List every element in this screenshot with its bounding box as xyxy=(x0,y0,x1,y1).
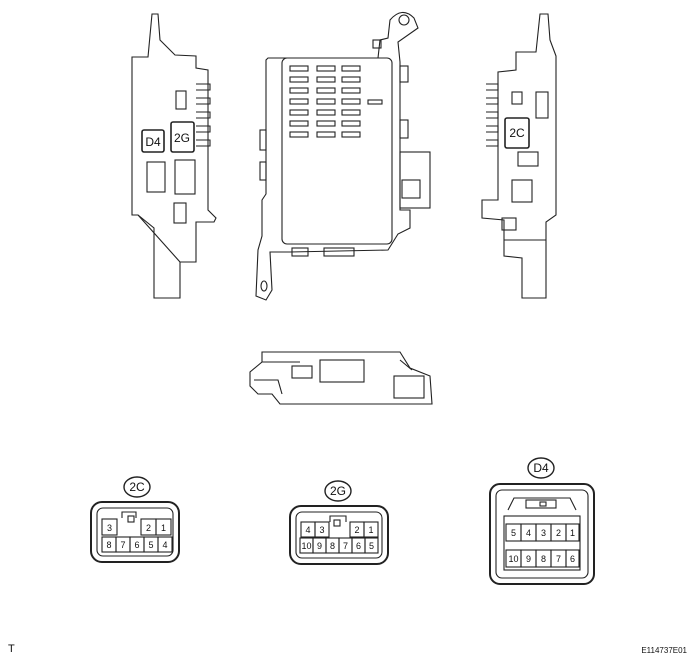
pin-label: 10 xyxy=(508,554,518,564)
pin-label: 4 xyxy=(526,528,531,538)
d4-connector-marker xyxy=(141,129,165,153)
pin-label: 7 xyxy=(556,554,561,564)
pin-label: 9 xyxy=(526,554,531,564)
connector-2g: 2G 4 3 2 1 10 9 8 7 6 5 xyxy=(289,480,389,565)
d4-marker-label: D4 xyxy=(145,135,161,149)
left-side-view: D4 2G xyxy=(131,13,217,299)
2g-connector-marker xyxy=(170,121,195,153)
pin-label: 6 xyxy=(134,540,139,550)
pin-label: 5 xyxy=(511,528,516,538)
bottom-view xyxy=(249,351,433,405)
pin-label: 5 xyxy=(369,541,374,551)
connector-2c: 2C 3 2 1 8 7 6 5 4 xyxy=(90,476,180,563)
2g-marker-label: 2G xyxy=(174,131,190,145)
pin-label: 3 xyxy=(541,528,546,538)
connector-d4: D4 5 4 3 2 1 10 9 8 7 6 xyxy=(489,457,595,585)
pin-label: 8 xyxy=(106,540,111,550)
connector-2c-id: 2C xyxy=(129,480,145,494)
pin-label: 1 xyxy=(570,528,575,538)
pin-label: 2 xyxy=(354,525,359,535)
pin-label: 3 xyxy=(107,523,112,533)
pin-label: 8 xyxy=(330,541,335,551)
pin-label: 7 xyxy=(120,540,125,550)
pin-label: 10 xyxy=(301,541,311,551)
pin-label: 2 xyxy=(146,523,151,533)
connector-2g-id: 2G xyxy=(330,484,346,498)
right-side-view: 2C xyxy=(481,13,557,299)
pin-label: 1 xyxy=(368,525,373,535)
pin-label: 6 xyxy=(356,541,361,551)
pin-label: 7 xyxy=(343,541,348,551)
fuse-grid xyxy=(289,65,383,138)
pin-label: 1 xyxy=(161,523,166,533)
pin-label: 4 xyxy=(162,540,167,550)
2c-marker-label: 2C xyxy=(509,126,525,140)
pin-label: 4 xyxy=(305,525,310,535)
footer-mark: T xyxy=(8,643,15,655)
pin-label: 3 xyxy=(319,525,324,535)
2c-connector-marker xyxy=(504,117,530,149)
figure-code: E114737E01 xyxy=(641,646,687,655)
connector-d4-id: D4 xyxy=(533,461,549,475)
front-view xyxy=(255,11,431,301)
pin-label: 5 xyxy=(148,540,153,550)
pin-label: 2 xyxy=(556,528,561,538)
pin-label: 8 xyxy=(541,554,546,564)
pin-label: 9 xyxy=(317,541,322,551)
pin-label: 6 xyxy=(570,554,575,564)
